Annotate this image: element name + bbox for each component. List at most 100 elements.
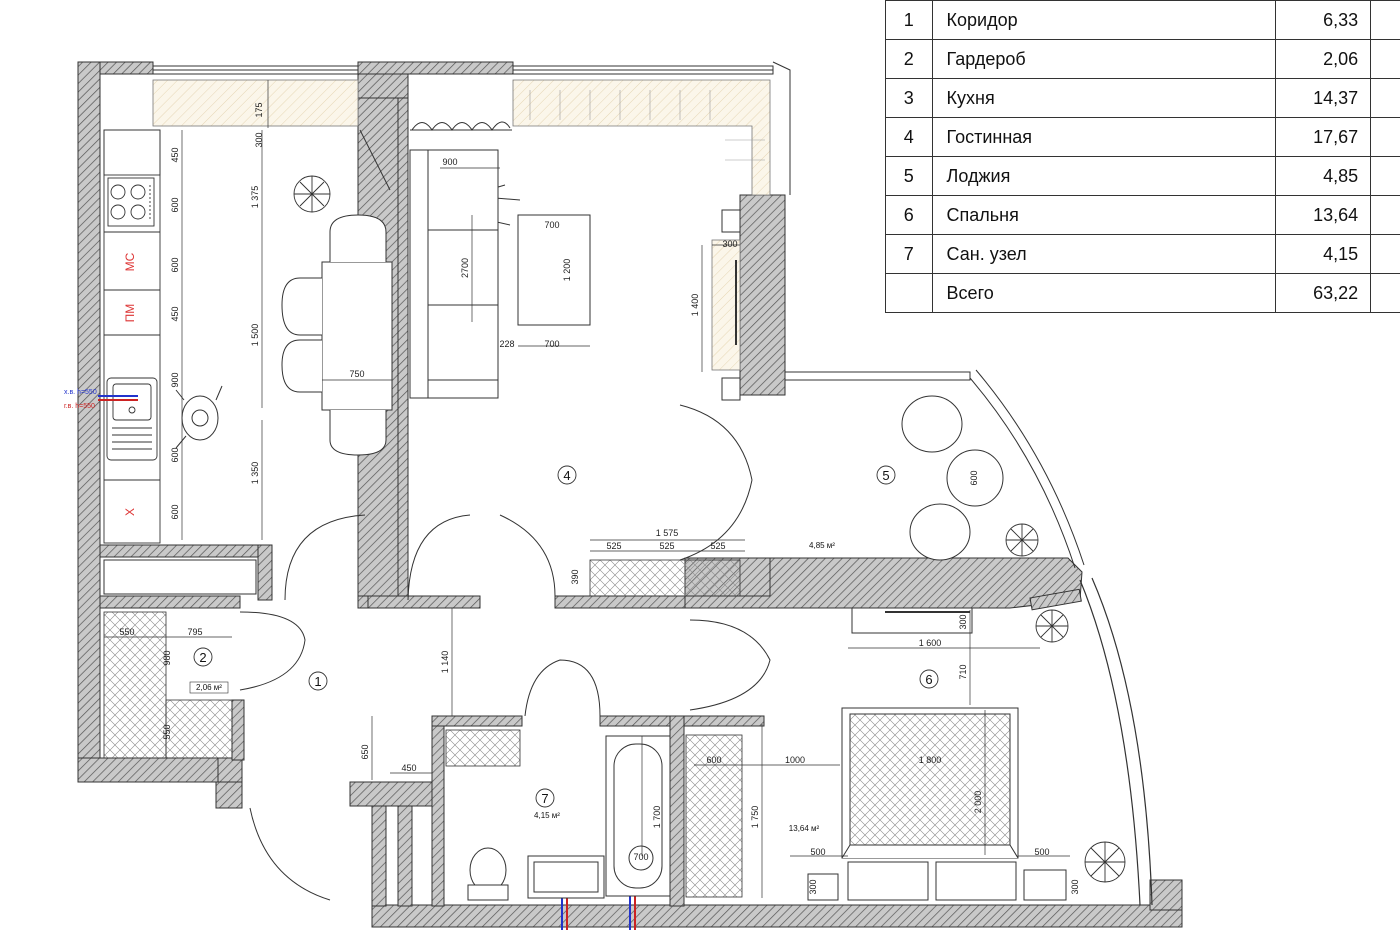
hot-water-label: г.в. h=550	[64, 403, 95, 410]
svg-text:300: 300	[254, 132, 264, 147]
total-number	[885, 273, 933, 313]
table-row: 7 Сан. узел 4,15	[885, 234, 1400, 274]
svg-text:700: 700	[544, 339, 559, 349]
svg-text:550: 550	[119, 627, 134, 637]
room-number: 6	[885, 195, 933, 235]
table-row: 4 Гостинная 17,67	[885, 117, 1400, 157]
svg-text:2700: 2700	[460, 258, 470, 278]
svg-text:525: 525	[710, 541, 725, 551]
svg-text:600: 600	[706, 755, 721, 765]
table-row: 3 Кухня 14,37	[885, 78, 1400, 118]
fridge-label: Х	[123, 508, 137, 516]
svg-text:700: 700	[544, 220, 559, 230]
room-area: 14,37	[1274, 78, 1372, 118]
svg-text:175: 175	[254, 102, 264, 117]
total-label: Всего	[931, 273, 1276, 313]
cabinets	[103, 559, 743, 898]
room-area: 2,06	[1274, 39, 1372, 79]
svg-text:450: 450	[401, 763, 416, 773]
empty-cell	[1370, 117, 1400, 157]
room-name: Гардероб	[931, 39, 1276, 79]
svg-text:300: 300	[958, 614, 968, 629]
room-number: 1	[885, 0, 933, 40]
svg-text:1 375: 1 375	[250, 186, 260, 209]
svg-text:525: 525	[606, 541, 621, 551]
room-area: 17,67	[1274, 117, 1372, 157]
svg-text:1 750: 1 750	[750, 806, 760, 829]
svg-text:1 575: 1 575	[656, 528, 679, 538]
room-marker-1: 1	[314, 674, 321, 689]
svg-text:2 000: 2 000	[973, 791, 983, 814]
svg-text:1 700: 1 700	[652, 806, 662, 829]
kitchen-counter	[103, 129, 161, 544]
loggia-area-label: 4,85 м²	[809, 541, 835, 550]
room-marker-7: 7	[541, 791, 548, 806]
svg-text:1 800: 1 800	[919, 755, 942, 765]
bedroom-area-label: 13,64 м²	[789, 824, 820, 833]
room-number: 7	[885, 234, 933, 274]
room-area: 6,33	[1274, 0, 1372, 40]
washbasin	[527, 855, 605, 899]
room-name: Гостинная	[931, 117, 1276, 157]
room-area: 4,15	[1274, 234, 1372, 274]
table-row: 5 Лоджия 4,85	[885, 156, 1400, 196]
svg-text:1 350: 1 350	[250, 462, 260, 485]
sofa	[409, 149, 499, 399]
svg-text:1 600: 1 600	[919, 638, 942, 648]
svg-text:550: 550	[162, 724, 172, 739]
svg-text:600: 600	[170, 504, 180, 519]
room-number: 3	[885, 78, 933, 118]
nightstands	[807, 861, 1067, 901]
svg-text:600: 600	[170, 257, 180, 272]
svg-text:450: 450	[170, 306, 180, 321]
svg-text:1000: 1000	[785, 755, 805, 765]
empty-cell	[1370, 273, 1400, 313]
kitchen-shelf	[103, 559, 257, 595]
sink	[106, 377, 158, 461]
svg-text:1 400: 1 400	[690, 294, 700, 317]
svg-text:1 200: 1 200	[562, 259, 572, 282]
svg-text:980: 980	[162, 650, 172, 665]
room-area: 13,64	[1274, 195, 1372, 235]
room-marker-4: 4	[563, 468, 570, 483]
empty-cell	[1370, 0, 1400, 40]
svg-text:600: 600	[969, 470, 979, 485]
room-number: 5	[885, 156, 933, 196]
room-area: 4,85	[1274, 156, 1372, 196]
svg-text:1 500: 1 500	[250, 324, 260, 347]
room-name: Сан. узел	[931, 234, 1276, 274]
table-row: 1 Коридор 6,33	[885, 0, 1400, 40]
svg-text:710: 710	[958, 664, 968, 679]
room-marker-labels: 1 2 4 5 6 7	[199, 468, 932, 806]
dimension-labels: 175 300 450 600 600 450 900 600 600 1 37…	[119, 102, 1080, 894]
room-number: 4	[885, 117, 933, 157]
loggia-furniture	[901, 395, 1004, 561]
svg-text:600: 600	[170, 197, 180, 212]
wardrobe-area-label: 2,06 м²	[196, 683, 222, 692]
svg-text:228: 228	[499, 339, 514, 349]
toilet-icon	[467, 847, 509, 901]
room-name: Спальня	[931, 195, 1276, 235]
plant-bedroom-icon	[1035, 609, 1069, 643]
table-row-total: Всего 63,22	[885, 273, 1400, 313]
microwave-label: МС	[123, 252, 137, 271]
svg-text:390: 390	[570, 569, 580, 584]
room-marker-6: 6	[925, 672, 932, 687]
bathroom-area-label: 4,15 м²	[534, 811, 560, 820]
svg-text:650: 650	[360, 744, 370, 759]
room-markers	[193, 465, 939, 808]
room-schedule-table: 1 Коридор 6,33 2 Гардероб 2,06 3 Кухня 1…	[885, 0, 1400, 313]
svg-text:300: 300	[1070, 879, 1080, 894]
svg-text:300: 300	[808, 879, 818, 894]
svg-text:600: 600	[170, 447, 180, 462]
table-row: 6 Спальня 13,64	[885, 195, 1400, 235]
svg-text:1 140: 1 140	[440, 651, 450, 674]
room-marker-2: 2	[199, 650, 206, 665]
curtains	[410, 121, 512, 131]
svg-text:525: 525	[659, 541, 674, 551]
room-number: 2	[885, 39, 933, 79]
plant-loggia-icon	[1005, 523, 1039, 557]
coffee-table	[517, 214, 591, 326]
svg-text:750: 750	[349, 369, 364, 379]
